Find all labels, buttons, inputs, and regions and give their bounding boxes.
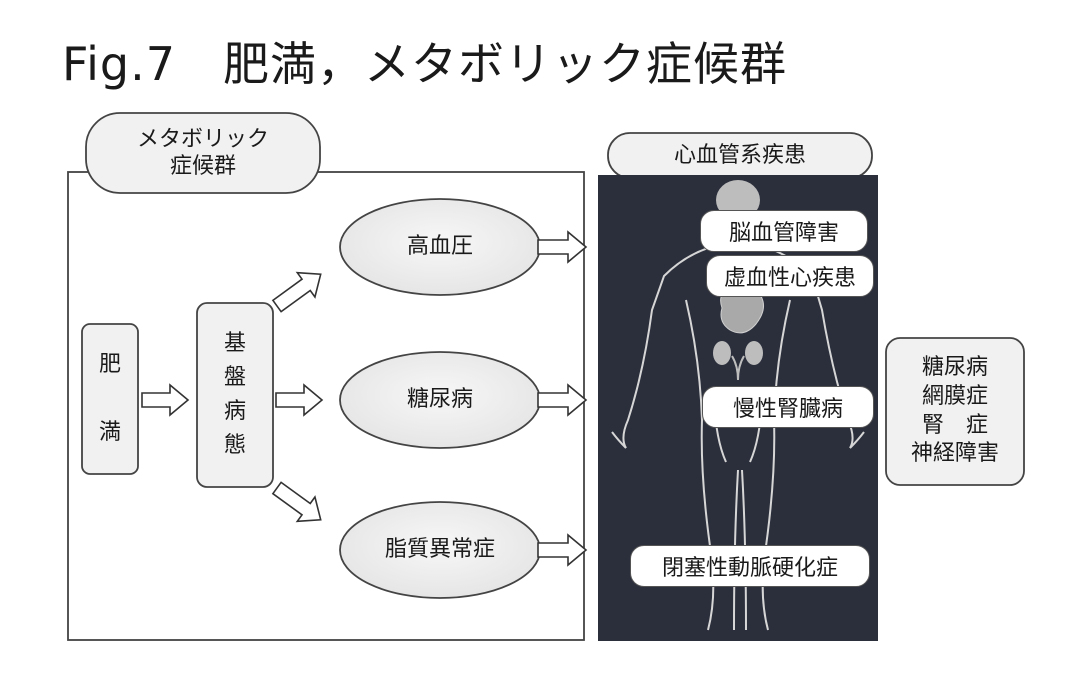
- metabolic-header-label: メタボリック 症候群: [136, 126, 269, 180]
- metabolic-header-box: [85, 112, 321, 194]
- obesity-box: [81, 323, 139, 475]
- pad-label: 閉塞性動脈硬化症: [630, 545, 870, 587]
- kidney-left-icon: [713, 341, 731, 365]
- obesity-label: 肥 満: [98, 351, 121, 446]
- arrow-base-to-diabetes: [275, 383, 324, 417]
- cardio-header-label: 心血管系疾患: [673, 142, 806, 168]
- metabolic-frame: [67, 171, 585, 641]
- arrow-base-to-dyslipidemia: [271, 481, 322, 523]
- dyslipidemia-label: 脂質異常症: [384, 537, 495, 563]
- complications-box: [885, 337, 1025, 486]
- arrow-dyslipidemia-to-cardio: [537, 533, 588, 567]
- arrow-base-to-hypertension: [271, 271, 322, 313]
- base-condition-label: 基 盤 病 態: [223, 330, 246, 459]
- arrow-diabetes-to-cardio: [537, 383, 588, 417]
- diabetes-label: 糖尿病: [406, 387, 473, 413]
- arrow-obesity-to-base: [141, 383, 190, 417]
- complications-label: 糖尿病 網膜症 腎 症 神経障害: [910, 355, 999, 467]
- ischemic-heart-label: 虚血性心疾患: [706, 255, 874, 297]
- hypertension-label: 高血圧: [406, 234, 473, 260]
- figure-title: Fig.7 肥満，メタボリック症候群: [62, 37, 787, 91]
- kidney-right-icon: [745, 341, 763, 365]
- arrow-hypertension-to-cardio: [537, 230, 588, 264]
- ckd-label: 慢性腎臓病: [702, 386, 874, 428]
- ureter-icon: [731, 355, 745, 381]
- base-condition-box: [196, 302, 274, 488]
- cerebrovascular-label: 脳血管障害: [700, 210, 868, 252]
